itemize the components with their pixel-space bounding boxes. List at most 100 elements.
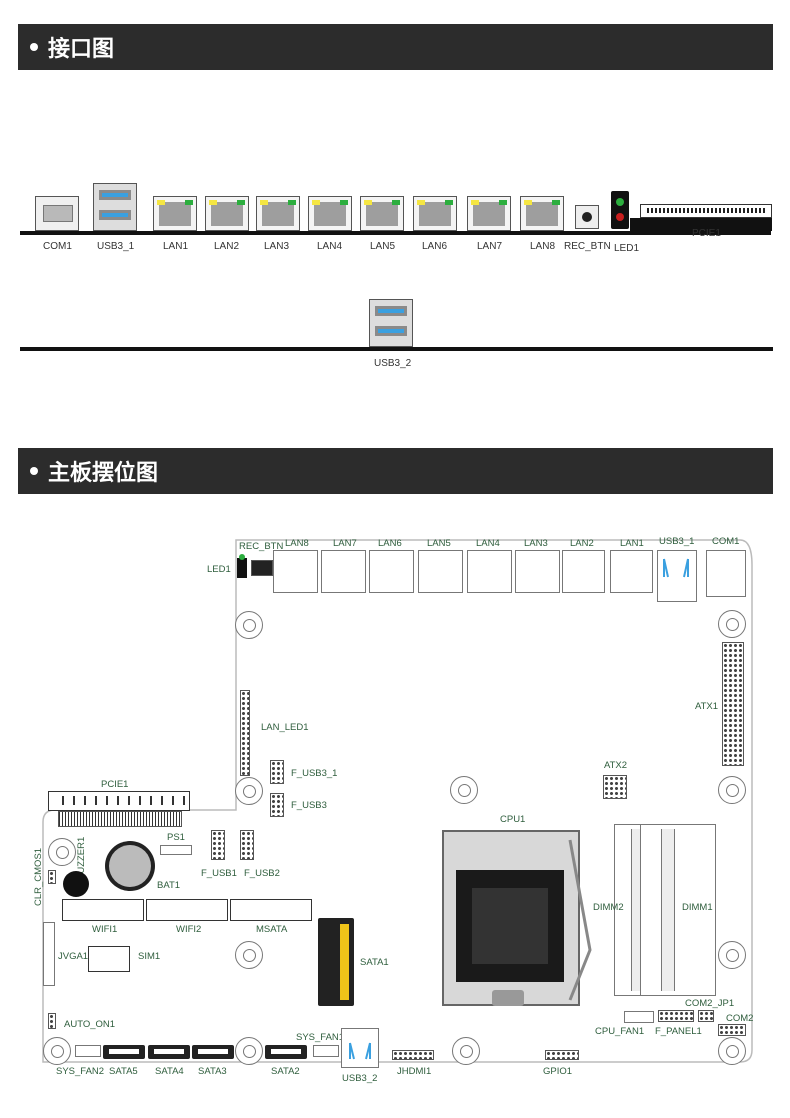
f-usb3-1-header [270,760,284,784]
com1-port [35,196,79,231]
io-com1-label: COM1 [43,241,72,252]
io-panel-baseline-2 [20,347,773,351]
board-atx1-label: ATX1 [695,701,719,712]
sata4-connector [148,1045,190,1059]
mounting-hole [48,838,76,866]
board-pcie1-contacts [58,811,182,827]
board-lan6 [369,550,414,593]
board-bat1-label: BAT1 [157,880,181,891]
buzzer-icon [63,871,89,897]
board-msata-label: MSATA [256,924,288,935]
sata3-connector [192,1045,234,1059]
board-sata4-label: SATA4 [155,1066,184,1077]
io-usb3-2-label: USB3_2 [374,358,412,369]
interface-section-header: 接口图 [18,24,773,70]
led1-indicator [611,191,629,229]
wifi1-slot [62,899,144,921]
lan8-port [520,196,564,231]
board-atx2-label: ATX2 [604,760,628,771]
board-lan2 [562,550,605,593]
board-lan8-label: LAN8 [285,538,309,549]
board-usb3-2 [341,1028,379,1068]
mounting-hole [235,777,263,805]
board-usb3-1-label: USB3_1 [659,536,695,547]
atx2-connector [603,775,627,799]
board-sata5-label: SATA5 [109,1066,138,1077]
board-cpu1-label: CPU1 [500,814,526,825]
usb3-2-port [369,299,413,347]
board-jvga1-label: JVGA1 [58,951,89,962]
f-usb2-header [240,830,254,860]
board-auto-on1-label: AUTO_ON1 [64,1019,116,1030]
clr-cmos1-jumper [48,870,56,884]
board-lan7-label: LAN7 [333,538,357,549]
board-pcie1-label: PCIE1 [101,779,129,790]
lan6-port [413,196,457,231]
io-rec-btn-label: REC_BTN [564,241,611,252]
lan-led1-header [240,690,250,776]
com2-jp1-jumper [698,1010,714,1022]
io-usb3-1-label: USB3_1 [97,241,135,252]
mounting-hole [235,611,263,639]
board-rec-btn-label: REC_BTN [239,541,284,552]
board-lan5-label: LAN5 [427,538,451,549]
io-lan8-label: LAN8 [530,241,556,252]
cpu-fan1-connector [624,1011,654,1023]
board-f-panel1-label: F_PANEL1 [655,1026,702,1037]
sata1-connector [318,918,354,1006]
board-sys-fan2-label: SYS_FAN2 [56,1066,105,1077]
lan1-port [153,196,197,231]
bat1-battery [105,841,155,891]
board-cpu-fan1-label: CPU_FAN1 [595,1026,645,1037]
mounting-hole [235,1037,263,1065]
lan2-port [205,196,249,231]
board-com2-jp1-label: COM2_JP1 [685,998,735,1009]
mounting-hole [718,776,746,804]
red-led-icon [616,213,624,221]
wifi2-slot [146,899,228,921]
rec-btn-component [251,560,273,576]
jhdmi1-header [392,1050,434,1060]
board-wifi2-label: WIFI2 [176,924,202,935]
io-lan2-label: LAN2 [214,241,240,252]
board-sata1-label: SATA1 [360,957,389,968]
board-lan6-label: LAN6 [378,538,402,549]
io-lan7-label: LAN7 [477,241,503,252]
board-lan1-label: LAN1 [620,538,644,549]
mounting-hole [718,610,746,638]
layout-section-title: 主板摆位图 [48,461,159,486]
board-lan3 [515,550,560,593]
msata-slot [230,899,312,921]
board-led1-label: LED1 [207,564,231,575]
pcie1-bracket-base [630,218,772,231]
mounting-hole [450,776,478,804]
atx1-connector [722,642,744,766]
green-led-icon [616,198,624,206]
f-panel1-header [658,1010,694,1022]
board-lan3-label: LAN3 [524,538,548,549]
lan5-port [360,196,404,231]
f-usb3-header [270,793,284,817]
board-lan5 [418,550,463,593]
cpu1-socket [440,830,592,1006]
lan3-port [256,196,300,231]
sys-fan1-connector [313,1045,339,1057]
bullet-icon [30,467,38,475]
mounting-hole [718,941,746,969]
board-f-usb3-label: F_USB3 [291,800,327,811]
io-lan3-label: LAN3 [264,241,290,252]
mounting-hole [235,941,263,969]
board-usb3-1 [657,550,697,602]
jvga1-connector [43,922,55,986]
board-sata3-label: SATA3 [198,1066,227,1077]
mounting-hole [718,1037,746,1065]
board-usb3-2-label: USB3_2 [342,1073,378,1084]
sata5-connector [103,1045,145,1059]
sys-fan2-connector [75,1045,101,1057]
board-sata2-label: SATA2 [271,1066,300,1077]
mounting-hole [452,1037,480,1065]
board-f-usb2-label: F_USB2 [244,868,280,879]
board-jhdmi1-label: JHDMI1 [397,1066,432,1077]
board-lan-led1-label: LAN_LED1 [261,722,309,733]
